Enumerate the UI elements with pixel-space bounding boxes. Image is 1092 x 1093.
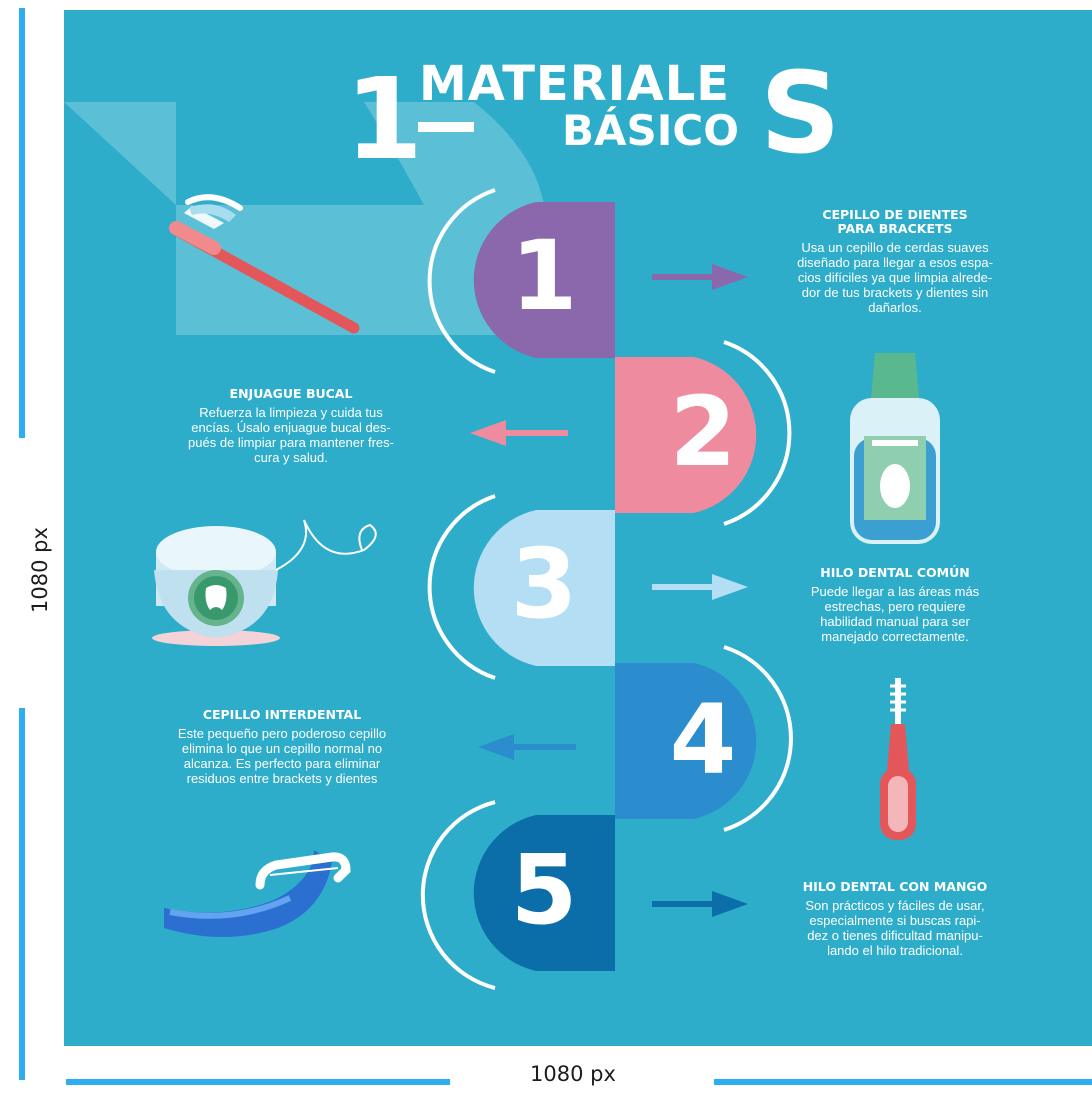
step-3-number: 3 (510, 528, 578, 640)
height-dimension-line-top (19, 8, 25, 438)
arrow-left-4 (478, 734, 576, 760)
infographic-background-art (64, 102, 940, 990)
step-1-shape (427, 188, 615, 374)
step-3-text: Puede llegar a las áreas más estrechas, … (810, 584, 980, 644)
step-5-heading: HILO DENTAL CON MANGO (802, 879, 988, 894)
arrow-right-1 (652, 264, 748, 290)
step-4-description: CEPILLO INTERDENTAL Este pequeño pero po… (152, 707, 412, 787)
width-dimension-label: 1080 px (530, 1062, 616, 1086)
step-5-number: 5 (510, 834, 578, 946)
width-dimension-line-right (714, 1079, 1092, 1085)
infographic-poster: 1 MATERIALE BÁSICO S 1 2 3 4 5 CEPILLO D… (64, 10, 1092, 1046)
title-dash (418, 122, 474, 132)
title-big-letter: S (760, 49, 841, 179)
arrow-right-3 (652, 574, 748, 600)
title-line-2: BÁSICO (562, 106, 739, 155)
toothbrush-icon (169, 194, 360, 334)
step-2-number: 2 (669, 376, 737, 488)
step-4-number: 4 (669, 684, 737, 796)
step-3-shape (427, 494, 615, 680)
step-5-shape (420, 800, 615, 990)
step-5-description: HILO DENTAL CON MANGO Son prácticos y fá… (770, 879, 1020, 959)
step-2-description: ENJUAGUE BUCAL Refuerza la limpieza y cu… (166, 386, 416, 466)
step-3-description: HILO DENTAL COMÚN Puede llegar a las áre… (770, 565, 1020, 645)
step-1-text: Usa un cepillo de cerdas suaves diseñado… (797, 240, 993, 315)
title-line-1: MATERIALE (419, 56, 731, 112)
step-4-text: Este pequeño pero poderoso cepillo elimi… (177, 726, 387, 786)
step-4-heading: CEPILLO INTERDENTAL (202, 707, 362, 722)
step-5-text: Son prácticos y fáciles de usar, especia… (805, 898, 985, 958)
width-dimension-line-left (66, 1079, 450, 1085)
arrow-right-5 (652, 891, 748, 917)
title-number: 1 (345, 55, 423, 185)
step-2-heading: ENJUAGUE BUCAL (229, 386, 353, 401)
step-4-shape (615, 645, 793, 832)
height-dimension-line-bottom (19, 708, 25, 1080)
step-2-text: Refuerza la limpieza y cuida tus encías.… (188, 405, 394, 465)
step-1-heading: CEPILLO DE DIENTES PARA BRACKETS (822, 207, 968, 236)
mouthwash-bottle-icon (850, 353, 940, 544)
step-3-heading: HILO DENTAL COMÚN (820, 565, 970, 580)
dental-floss-icon (152, 519, 377, 646)
step-1-description: CEPILLO DE DIENTES PARA BRACKETS Usa un … (770, 207, 1020, 316)
arrow-left-2 (470, 420, 568, 446)
step-2-shape (615, 340, 792, 526)
height-dimension-label: 1080 px (28, 527, 52, 613)
interdental-brush-icon (880, 678, 916, 840)
step-1-number: 1 (510, 220, 578, 332)
floss-pick-icon (164, 850, 351, 937)
